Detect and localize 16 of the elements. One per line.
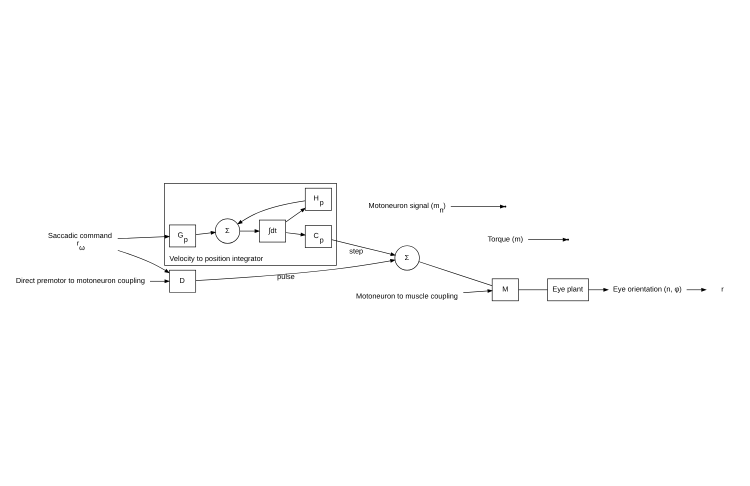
arrow (286, 232, 306, 236)
arrow (240, 229, 260, 233)
connector (418, 261, 492, 286)
arrow (686, 288, 707, 292)
arrow (195, 258, 396, 281)
arrow (237, 200, 306, 225)
arrow (150, 279, 170, 284)
arrow (196, 230, 216, 235)
arrow (528, 238, 568, 242)
arrow (463, 289, 494, 293)
arrow (286, 208, 306, 222)
arrow (331, 239, 396, 256)
arrow (450, 204, 506, 209)
arrow (588, 288, 609, 292)
arrow (118, 250, 170, 274)
arrow (117, 234, 170, 239)
